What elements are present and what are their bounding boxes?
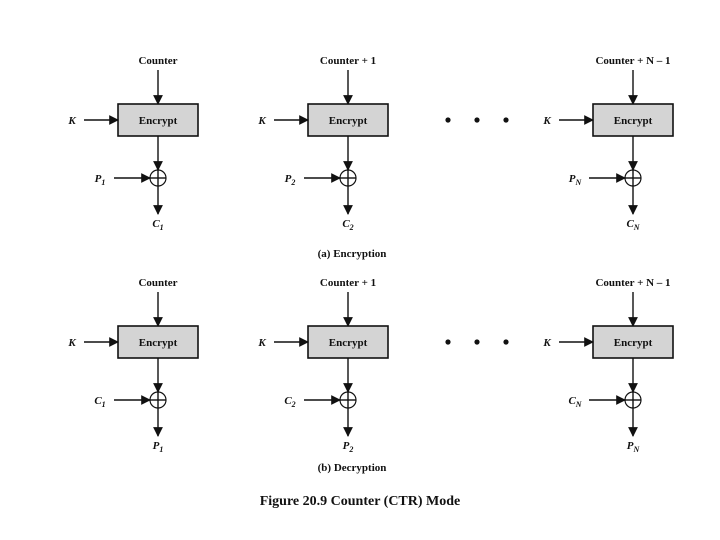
ctr-column-3: Counter + N – 1 Encrypt K CN PN [542, 277, 674, 454]
ellipsis-dot [474, 117, 480, 123]
output-label: C1 [152, 218, 163, 232]
output-label: CN [626, 218, 640, 232]
ellipsis-dot [503, 117, 509, 123]
key-label: K [67, 337, 76, 349]
output-label: C2 [342, 218, 353, 232]
xor-icon [149, 169, 167, 187]
ellipsis-dot [503, 339, 509, 345]
key-label: K [542, 115, 551, 127]
output-label: P2 [343, 440, 354, 454]
xor-icon [339, 169, 357, 187]
encrypt-label: Encrypt [614, 337, 653, 349]
ellipsis-dot [445, 117, 451, 123]
input-label: C2 [284, 395, 295, 409]
counter-label: Counter + N – 1 [595, 55, 670, 67]
encrypt-label: Encrypt [139, 337, 178, 349]
counter-label: Counter + 1 [320, 277, 376, 289]
input-label: P1 [95, 173, 106, 187]
encrypt-box [592, 103, 674, 137]
key-label: K [257, 337, 266, 349]
encrypt-label: Encrypt [329, 115, 368, 127]
encrypt-box [307, 103, 389, 137]
ellipsis-dot [474, 339, 480, 345]
ellipsis-dots [445, 339, 509, 345]
xor-icon [339, 391, 357, 409]
ellipsis-dots [445, 117, 509, 123]
ctr-column-3: Counter + N – 1 Encrypt K PN CN [542, 55, 674, 232]
xor-icon [624, 169, 642, 187]
input-label: C1 [94, 395, 105, 409]
encrypt-box [307, 325, 389, 359]
counter-label: Counter + 1 [320, 55, 376, 67]
counter-label: Counter [138, 277, 177, 289]
output-label: P1 [153, 440, 164, 454]
ellipsis-dot [445, 339, 451, 345]
counter-label: Counter [138, 55, 177, 67]
encrypt-label: Encrypt [139, 115, 178, 127]
encryption-caption: (a) Encryption [318, 248, 387, 260]
input-label: CN [568, 395, 582, 409]
figure-title: Figure 20.9 Counter (CTR) Mode [260, 494, 461, 509]
input-label: P2 [285, 173, 296, 187]
xor-icon [149, 391, 167, 409]
counter-label: Counter + N – 1 [595, 277, 670, 289]
decryption-caption: (b) Decryption [318, 462, 387, 474]
key-label: K [67, 115, 76, 127]
key-label: K [257, 115, 266, 127]
encrypt-label: Encrypt [329, 337, 368, 349]
encrypt-box [117, 325, 199, 359]
encrypt-label: Encrypt [614, 115, 653, 127]
output-label: PN [627, 440, 641, 454]
xor-icon [624, 391, 642, 409]
input-label: PN [569, 173, 583, 187]
key-label: K [542, 337, 551, 349]
